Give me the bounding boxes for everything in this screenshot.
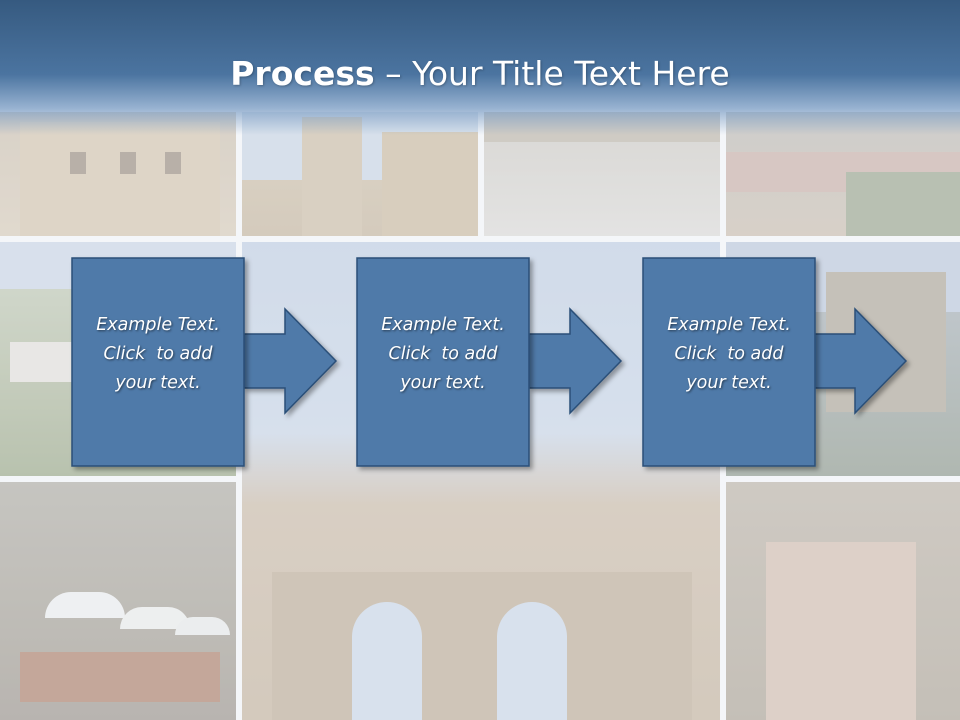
step-3-line-1: Example Text. — [667, 315, 791, 335]
step-1-line-1: Example Text. — [96, 315, 220, 335]
step-1-text[interactable]: Example Text. Click to add your text. — [72, 311, 244, 398]
photo-tile-aqueduct-arches — [726, 482, 960, 720]
step-2-box[interactable] — [356, 257, 530, 467]
step-2-text[interactable]: Example Text. Click to add your text. — [357, 311, 529, 398]
slide-title-rest: – Your Title Text Here — [374, 54, 730, 93]
step-3-arrow[interactable] — [813, 307, 908, 415]
step-1-line-2: Click to add — [103, 344, 213, 364]
step-3-line-3: your text. — [686, 373, 772, 393]
step-1-box[interactable] — [71, 257, 245, 467]
step-2-line-2: Click to add — [388, 344, 498, 364]
step-2-line-3: your text. — [400, 373, 486, 393]
slide-header-band — [0, 0, 960, 135]
slide-title-bold: Process — [230, 54, 375, 93]
step-3-text[interactable]: Example Text. Click to add your text. — [643, 311, 815, 398]
photo-tile-cafe-umbrellas — [0, 482, 236, 720]
step-3-line-2: Click to add — [674, 344, 784, 364]
step-2-arrow[interactable] — [528, 307, 623, 415]
step-1-line-3: your text. — [115, 373, 201, 393]
step-2-line-1: Example Text. — [381, 315, 505, 335]
step-3-box[interactable] — [642, 257, 816, 467]
step-1-arrow[interactable] — [243, 307, 338, 415]
slide-title[interactable]: Process – Your Title Text Here — [0, 54, 960, 94]
photo-tile-aqueduct-center — [242, 242, 720, 720]
